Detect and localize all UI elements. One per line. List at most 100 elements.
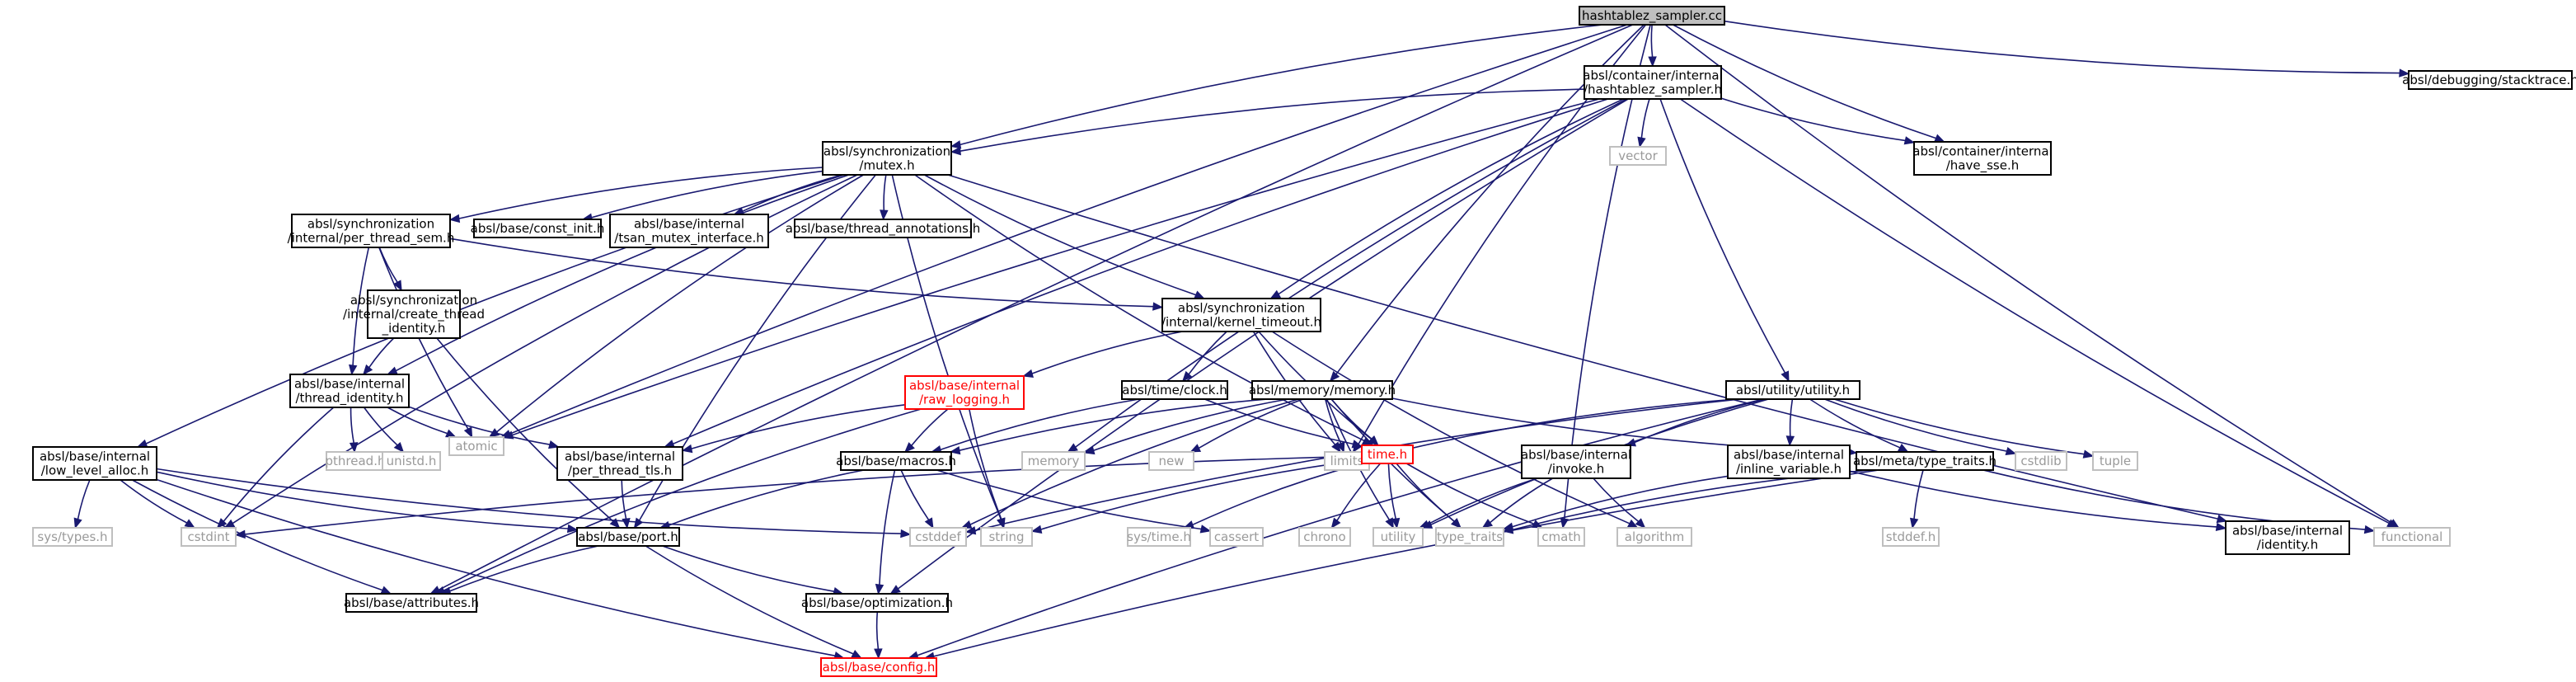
node-chrono: chrono <box>1298 527 1351 547</box>
edge-line <box>947 174 2218 520</box>
node-box <box>1298 527 1351 547</box>
node-mutex[interactable]: absl/synchronization/mutex.h <box>822 141 952 176</box>
node-label: /raw_logging.h <box>919 393 1010 408</box>
node-utility: utility <box>1372 527 1424 547</box>
node-label: absl/container/internal <box>1912 144 2052 159</box>
node-new: new <box>1148 451 1194 471</box>
edge-line <box>1325 398 1342 444</box>
edge-line <box>458 167 823 219</box>
node-box <box>181 527 237 547</box>
node-cti[interactable]: absl/synchronization/internal/create_thr… <box>343 289 485 339</box>
node-box <box>1127 527 1191 547</box>
node-vector: vector <box>1609 146 1667 166</box>
edge-line <box>669 469 865 526</box>
node-label: absl/base/internal <box>40 449 150 464</box>
node-label: /internal/create_thread <box>343 307 485 322</box>
node-label: /identity.h <box>2257 538 2318 553</box>
arrowhead <box>950 140 962 149</box>
node-label: absl/base/thread_annotations.h <box>786 221 981 237</box>
node-config[interactable]: absl/base/config.h <box>820 657 937 677</box>
arrowhead <box>1336 441 1345 454</box>
node-ti[interactable]: absl/base/internal/thread_identity.h <box>289 374 410 408</box>
node-lla[interactable]: absl/base/internal/low_level_alloc.h <box>32 446 157 481</box>
arrowhead <box>349 364 358 376</box>
node-layer: hashtablez_sampler.ccabsl/container/inte… <box>32 6 2576 677</box>
edge-line <box>443 408 922 591</box>
node-box <box>1579 6 1725 26</box>
node-inline_var[interactable]: absl/base/internal/inline_variable.h <box>1727 444 1851 479</box>
edge-memory-to-limits <box>1325 398 1345 454</box>
node-label: absl/base/macros.h <box>836 454 956 468</box>
node-type_traits_h[interactable]: absl/meta/type_traits.h <box>1853 451 1997 471</box>
edge-line <box>363 407 398 446</box>
edge-line <box>496 174 864 433</box>
node-identity[interactable]: absl/base/internal/identity.h <box>2225 520 2350 555</box>
edge-hs-to-optimization <box>889 98 1629 595</box>
edge-line <box>1377 398 1736 457</box>
edge-line <box>1405 463 1535 525</box>
node-label: absl/base/internal <box>909 379 1020 393</box>
node-label: absl/base/internal <box>2232 524 2343 539</box>
node-box <box>1609 146 1667 166</box>
node-box <box>576 527 680 547</box>
node-port[interactable]: absl/base/port.h <box>576 527 680 547</box>
node-hs[interactable]: absl/container/internal/hashtablez_sampl… <box>1583 65 1723 100</box>
edge-port-to-optimization <box>662 545 844 596</box>
arrowhead <box>1199 524 1212 534</box>
node-have_sse[interactable]: absl/container/internal/have_sse.h <box>1912 141 2053 176</box>
node-ptls[interactable]: absl/base/internal/per_thread_tls.h <box>556 446 683 481</box>
node-utility_h[interactable]: absl/utility/utility.h <box>1725 380 1860 400</box>
node-label: absl/memory/memory.h <box>1249 383 1396 397</box>
node-attributes[interactable]: absl/base/attributes.h <box>344 593 479 613</box>
node-optimization[interactable]: absl/base/optimization.h <box>801 593 953 613</box>
node-pts[interactable]: absl/synchronization/internal/per_thread… <box>288 214 455 248</box>
arrowhead <box>2399 68 2410 78</box>
node-invoke[interactable]: absl/base/internal/invoke.h <box>1521 444 1631 479</box>
node-stddef: stddef.h <box>1882 527 1940 547</box>
edge-line <box>1849 470 2217 528</box>
node-box <box>820 657 937 677</box>
node-cstddef: cstddef <box>909 527 967 547</box>
node-limits: limits <box>1324 451 1370 471</box>
edge-utility_h-to-cstdlib <box>1824 398 2017 455</box>
node-box <box>1161 298 1321 332</box>
edge-line <box>395 174 850 372</box>
arrowhead <box>1785 435 1795 447</box>
arrowhead <box>1635 518 1646 529</box>
edge-line <box>1031 331 1183 374</box>
edge-line <box>387 407 448 435</box>
node-label: /tsan_mutex_interface.h <box>614 231 763 247</box>
edge-raw_logging-to-string <box>969 408 1006 529</box>
node-const_init[interactable]: absl/base/const_init.h <box>471 219 605 238</box>
node-raw_logging[interactable]: absl/base/internal/raw_logging.h <box>904 375 1025 410</box>
node-box <box>1856 451 1994 471</box>
arrowhead <box>1418 520 1430 529</box>
edge-line <box>1271 331 1631 524</box>
node-box <box>805 593 949 613</box>
node-clock[interactable]: absl/time/clock.h <box>1121 380 1228 400</box>
node-stacktrace[interactable]: absl/debugging/stacktrace.h <box>2402 70 2576 90</box>
edge-line <box>449 238 1154 308</box>
arrowhead <box>1152 302 1164 311</box>
edge-memory-to-new <box>1189 398 1303 453</box>
edge-type_traits_h-to-stddef <box>1909 469 1924 529</box>
edge-line <box>883 174 887 211</box>
node-thread_ann[interactable]: absl/base/thread_annotations.h <box>786 219 981 238</box>
node-box <box>1121 380 1228 400</box>
node-cstdlib: cstdlib <box>2015 451 2067 471</box>
edge-line <box>914 174 1365 442</box>
edge-line <box>1664 24 2392 524</box>
node-label: sys/types.h <box>37 529 107 544</box>
arrowhead <box>997 517 1006 529</box>
node-tsan[interactable]: absl/base/internal/tsan_mutex_interface.… <box>609 214 769 248</box>
edge-line <box>1913 469 1924 520</box>
edge-line <box>1040 459 1363 530</box>
node-label: absl/base/port.h <box>578 529 678 544</box>
node-kt[interactable]: absl/synchronization/internal/kernel_tim… <box>1161 298 1321 332</box>
node-macros[interactable]: absl/base/macros.h <box>836 451 956 471</box>
edge-line <box>378 247 469 430</box>
edge-hs-to-utility_h <box>1659 98 1790 383</box>
node-memory[interactable]: absl/memory/memory.h <box>1249 380 1396 400</box>
node-label: absl/base/const_init.h <box>471 221 605 237</box>
node-time_h[interactable]: time.h <box>1361 444 1414 464</box>
